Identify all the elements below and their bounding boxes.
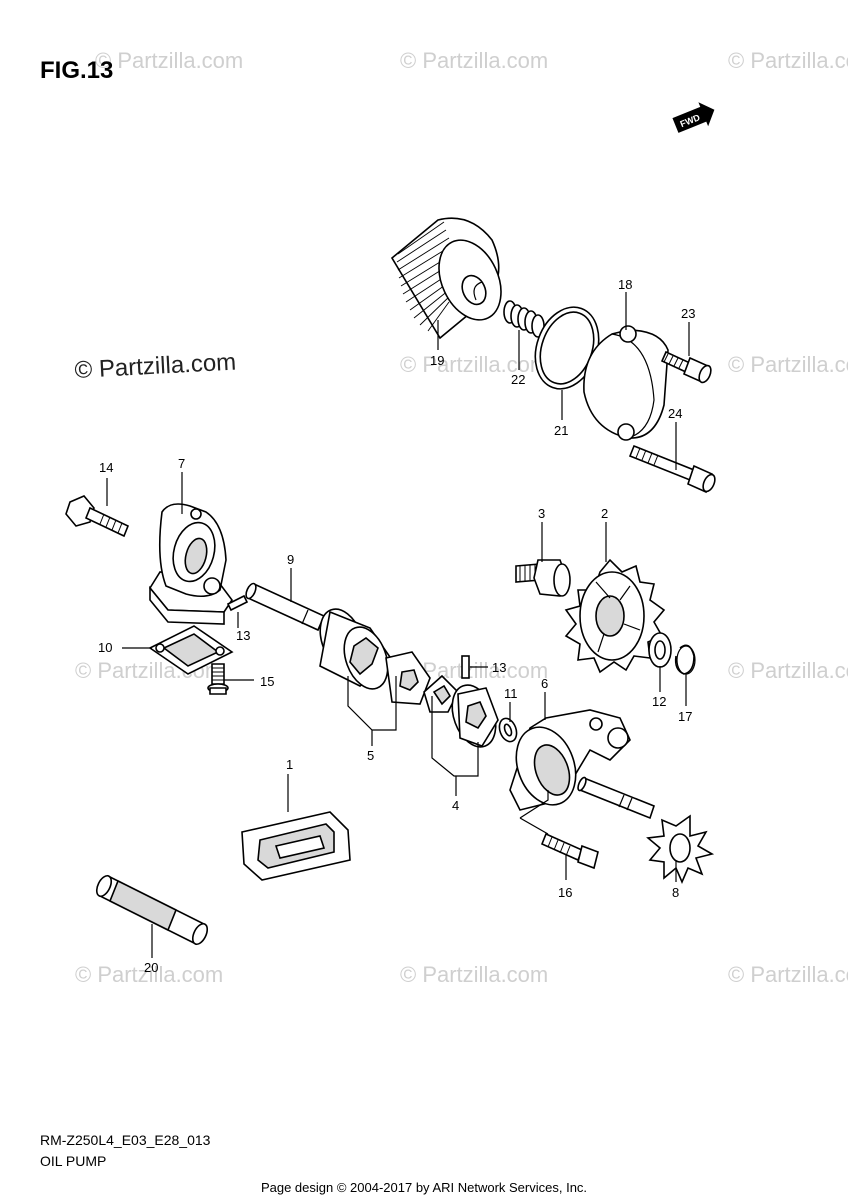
fwd-arrow-icon: FWD — [672, 102, 715, 133]
part-label-13-right: 13 — [492, 660, 506, 675]
gasket-1-part — [241, 811, 351, 881]
bolt-14-part — [65, 495, 130, 538]
part-label-20: 20 — [144, 960, 158, 975]
shaft-part — [245, 582, 326, 632]
watermark: © Partzilla.com — [400, 962, 548, 987]
part-label-24: 24 — [668, 406, 682, 421]
watermarks: © Partzilla.com © Partzilla.com © Partzi… — [74, 48, 848, 987]
part-label-18: 18 — [618, 277, 632, 292]
part-label-10: 10 — [98, 640, 112, 655]
watermark: © Partzilla.com — [400, 48, 548, 73]
part-label-11: 11 — [504, 686, 518, 701]
oil-filter-part — [390, 217, 502, 340]
part-label-23: 23 — [681, 306, 695, 321]
model-code: RM-Z250L4_E03_E28_013 — [40, 1132, 211, 1148]
part-label-16: 16 — [558, 885, 572, 900]
pin-13-left-part — [226, 594, 249, 612]
part-label-3: 3 — [538, 506, 545, 521]
watermark: © Partzilla.com — [728, 962, 848, 987]
o-ring-part — [534, 306, 600, 390]
circlip-part — [674, 644, 696, 675]
rotor-set-part — [423, 674, 499, 748]
outer-rotor-part — [319, 608, 394, 690]
figure-title: FIG.13 — [40, 57, 113, 84]
bolt-23-part — [660, 350, 712, 384]
watermark: © Partzilla.com — [728, 352, 848, 377]
bolt-16-part — [540, 832, 599, 870]
watermark-main: © Partzilla.com — [74, 349, 237, 384]
washer-12-part — [648, 632, 672, 668]
watermark: © Partzilla.com — [95, 48, 243, 73]
part-label-17: 17 — [678, 709, 692, 724]
part-label-13-left: 13 — [236, 628, 250, 643]
part-label-2: 2 — [601, 506, 608, 521]
part-label-15: 15 — [260, 674, 274, 689]
part-label-1: 1 — [286, 757, 293, 772]
inner-rotor-part — [385, 651, 431, 705]
gasket-part — [148, 625, 234, 675]
part-label-6: 6 — [541, 676, 548, 691]
shaft-bolt-part — [515, 559, 571, 597]
pump-body-part — [509, 709, 631, 811]
pin-13-right-part — [461, 655, 470, 679]
bolt-24-part — [628, 444, 716, 494]
part-label-19: 19 — [430, 353, 444, 368]
part-label-12: 12 — [652, 694, 666, 709]
part-label-14: 14 — [99, 460, 113, 475]
leader-lines — [106, 292, 690, 958]
pump-housing-part — [149, 503, 233, 625]
bolt-15-part — [207, 663, 229, 695]
part-label-5: 5 — [367, 748, 374, 763]
page-credit: Page design © 2004-2017 by ARI Network S… — [261, 1180, 587, 1195]
watermark: © Partzilla.com — [400, 352, 548, 377]
section-name: OIL PUMP — [40, 1153, 106, 1169]
part-label-7: 7 — [178, 456, 185, 471]
drive-gear-part — [564, 558, 666, 674]
part-labels: 1 2 3 4 5 6 7 8 9 10 11 12 13 13 14 15 1… — [98, 277, 695, 975]
part-label-4: 4 — [452, 798, 459, 813]
filter-cap-part — [583, 325, 669, 441]
part-label-9: 9 — [287, 552, 294, 567]
part-label-8: 8 — [672, 885, 679, 900]
part-label-21: 21 — [554, 423, 568, 438]
watermark: © Partzilla.com — [728, 658, 848, 683]
tube-part — [95, 874, 209, 946]
spring-part — [503, 300, 545, 338]
watermark: © Partzilla.com — [75, 962, 223, 987]
washer-11-part — [498, 717, 518, 743]
pump-shaft-gear-part — [577, 776, 715, 885]
part-label-22: 22 — [511, 372, 525, 387]
watermark: © Partzilla.com — [728, 48, 848, 73]
